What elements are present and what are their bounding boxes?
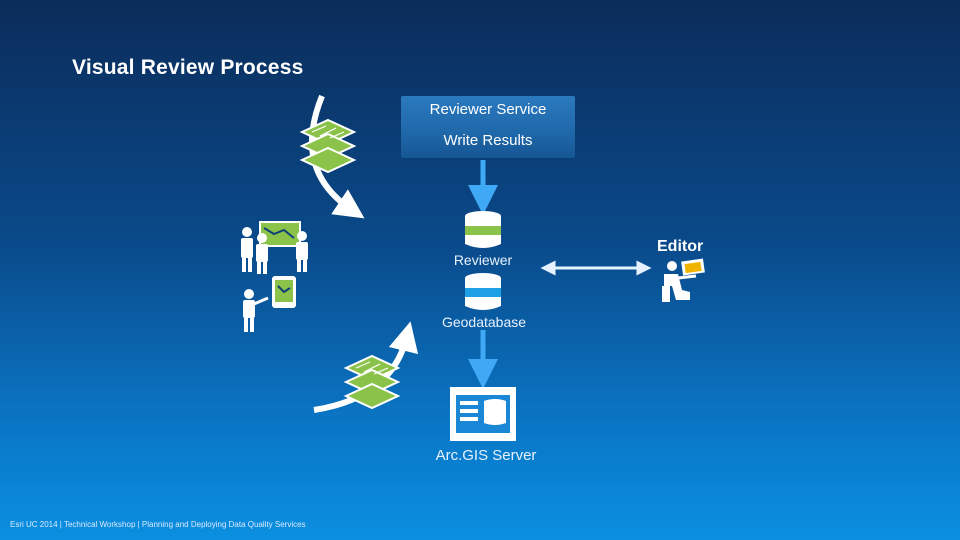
geodatabase-label: Geodatabase: [441, 314, 527, 330]
page-title: Visual Review Process: [72, 56, 304, 79]
reviewer-label: Reviewer: [453, 252, 513, 268]
server-label: Arc.GIS Server: [435, 447, 537, 464]
person-tablet-icon: [243, 276, 296, 332]
editor-laptop-icon: [662, 258, 705, 302]
service-name-label: Reviewer Service: [429, 101, 547, 118]
footer-text: Esri UC 2014 | Technical Workshop | Plan…: [10, 520, 306, 529]
people-map-icon: [241, 221, 308, 274]
reviewer-service-box: [401, 96, 575, 158]
layer-stack-icon: [299, 118, 357, 174]
layer-stack-icon-2: [343, 354, 401, 410]
service-action-label: Write Results: [443, 132, 533, 149]
server-icon: [450, 387, 516, 441]
reviewer-database-icon: [465, 211, 501, 248]
editor-label: Editor: [657, 238, 704, 255]
geodatabase-icon: [465, 273, 501, 310]
